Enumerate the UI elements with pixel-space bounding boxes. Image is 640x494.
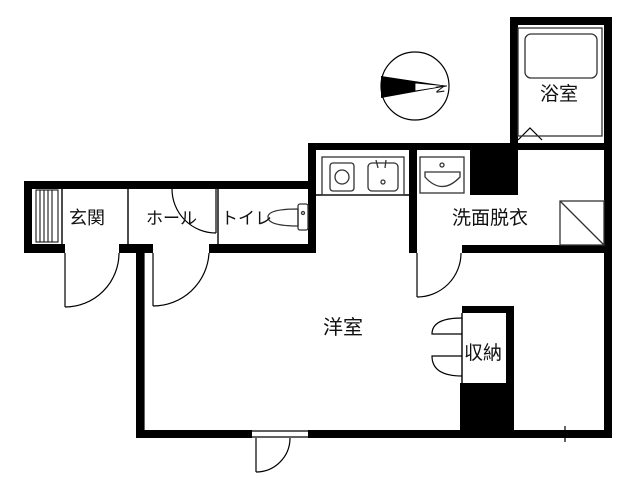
room-label-hall: ホール [146, 209, 197, 229]
entrance-steps [35, 189, 59, 243]
room-label-bath: 浴室 [540, 83, 578, 105]
walls [24, 17, 612, 438]
room-label-washroom: 洗面脱衣 [452, 207, 528, 229]
washing-machine [559, 200, 605, 246]
kitchen [321, 156, 405, 196]
room-label-entrance: 玄関 [69, 208, 105, 229]
windows [143, 253, 604, 442]
toilet-fixture [267, 203, 309, 231]
compass-north-label: N [433, 84, 447, 94]
room-label-toilet: トイレ [221, 209, 272, 229]
washbasin [419, 156, 465, 194]
bathtub [517, 27, 603, 137]
room-labels: 浴室 洗面脱衣 玄関 ホール トイレ 洋室 収納 [69, 83, 578, 364]
compass: N [380, 51, 450, 121]
room-label-storage: 収納 [464, 342, 502, 364]
doors [64, 127, 543, 473]
room-label-western-room: 洋室 [323, 315, 363, 339]
